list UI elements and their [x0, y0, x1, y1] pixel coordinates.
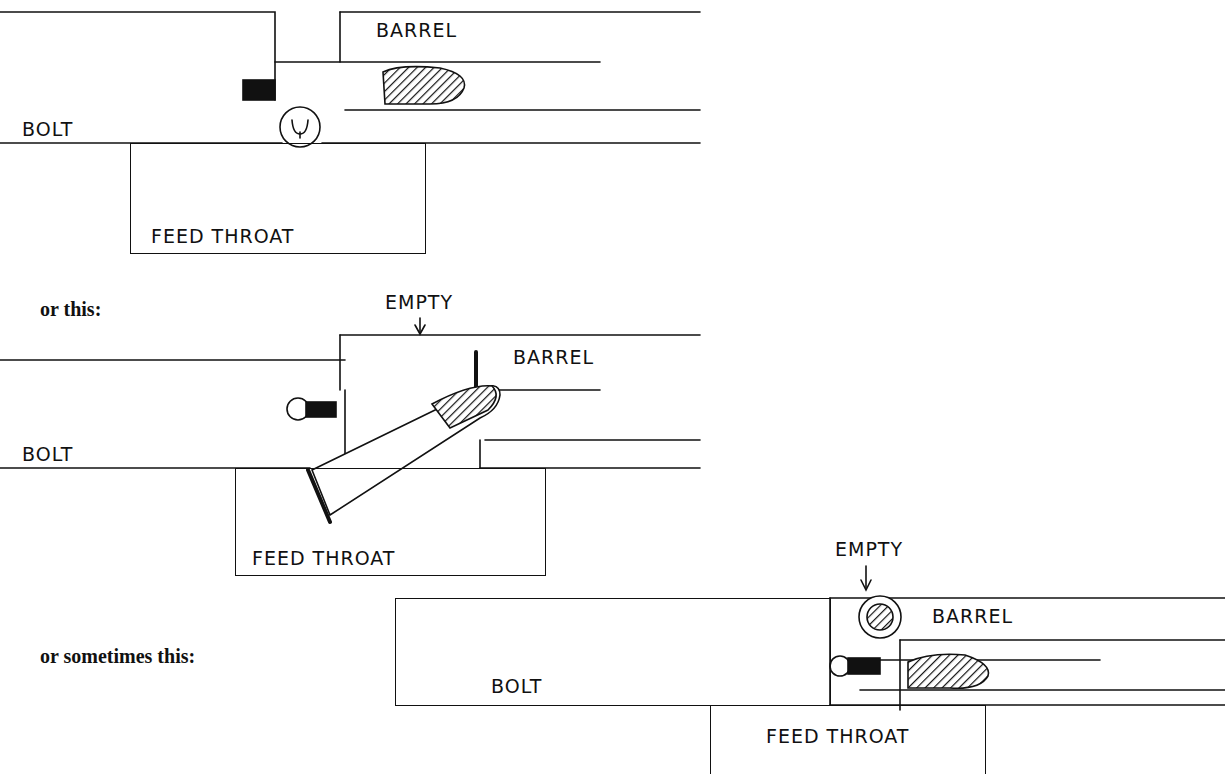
feed-throat-box: FEED THROAT [710, 705, 986, 774]
diagram-three [830, 566, 1225, 710]
caption-text: or sometimes this: [40, 645, 195, 667]
part-label: BARREL [932, 606, 1013, 627]
bolt-box: BOLT [395, 598, 831, 706]
callout-label: EMPTY [835, 539, 903, 560]
diagram-one [0, 12, 700, 147]
part-label: FEED THROAT [151, 226, 425, 247]
part-label: BOLT [22, 119, 73, 140]
caption-text: or this: [40, 298, 101, 320]
part-label: BARREL [376, 20, 457, 41]
part-label: BARREL [513, 347, 594, 368]
part-label: FEED THROAT [252, 548, 545, 569]
part-label: BOLT [491, 676, 830, 697]
feed-throat-box: FEED THROAT [130, 143, 426, 254]
callout-label: EMPTY [385, 292, 453, 313]
part-label: BOLT [22, 444, 73, 465]
diagram-two [0, 318, 700, 522]
part-label: FEED THROAT [766, 726, 985, 747]
feed-throat-box: FEED THROAT [235, 468, 546, 576]
